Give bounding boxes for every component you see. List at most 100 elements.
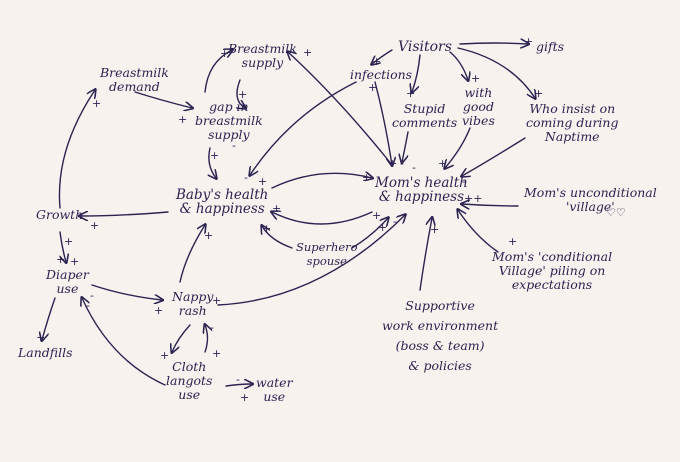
polarity-sign: + — [378, 221, 388, 234]
node-superhero-spouse: Superhero spouse — [296, 240, 358, 268]
polarity-sign: + — [160, 349, 170, 362]
arrow-cloth-to-water — [225, 384, 252, 386]
polarity-sign: + — [92, 97, 102, 110]
node-growth: Growth — [36, 207, 84, 222]
arrow-diaper-to-landfills — [42, 297, 56, 340]
arrow-superhero-to-baby — [262, 226, 293, 249]
polarity-sign: + — [220, 47, 230, 60]
node-visitors: Visitors — [398, 39, 452, 55]
polarity-sign: + — [471, 72, 481, 85]
arrow-baby-to-mom — [271, 173, 372, 189]
node-good-vibes: with good vibes — [462, 85, 495, 128]
arrow-visitors-to-comments — [412, 54, 421, 92]
node-naptime-visitors: Who insist on coming during Naptime — [526, 101, 619, 144]
node-breastmilk-demand: Breastmilk demand — [100, 65, 169, 94]
polarity-sign: + — [362, 171, 372, 184]
arrow-vibes-to-mom — [445, 127, 471, 168]
arrow-superhero-to-mom — [351, 218, 388, 249]
node-gifts: gifts — [536, 39, 565, 54]
arrow-visitors-to-infections — [372, 49, 393, 64]
arrow-work-to-mom — [419, 218, 432, 291]
polarity-sign: + — [372, 55, 382, 68]
arrow-baby-to-growth — [80, 212, 169, 216]
polarity-sign: - — [210, 321, 214, 334]
node-water-use: water use — [256, 375, 293, 404]
polarity-sign: + — [210, 149, 220, 162]
arrow-nappy-to-mom — [217, 215, 405, 306]
polarity-sign: + — [388, 157, 398, 170]
polarity-sign: + — [508, 235, 518, 248]
polarity-sign: + — [272, 202, 282, 215]
polarity-sign: - — [90, 289, 94, 302]
polarity-sign: + — [372, 209, 382, 222]
node-nappy-rash: Nappy rash — [172, 289, 214, 318]
polarity-sign: + — [430, 223, 440, 236]
node-infections: infections — [350, 67, 413, 82]
node-mom-health: Mom's health & happiness — [375, 175, 468, 205]
node-landfills: Landfills — [18, 345, 73, 360]
node-cloth-langots-use: Cloth langots use — [166, 359, 213, 402]
arrow-supply-to-gap — [237, 79, 245, 108]
polarity-sign: + — [524, 35, 534, 48]
polarity-sign: - — [232, 139, 236, 152]
polarity-sign: + — [438, 157, 448, 170]
polarity-sign: - — [244, 171, 248, 184]
node-baby-health: Baby's health & happiness — [176, 187, 269, 217]
arrow-comments-to-mom — [402, 131, 409, 162]
polarity-sign: - — [462, 175, 466, 188]
arrow-conditional-to-mom — [458, 210, 499, 253]
node-mom-unconditional-village: Mom's unconditional 'village' — [524, 185, 657, 214]
polarity-sign: + — [70, 255, 80, 268]
polarity-sign: + — [406, 87, 416, 100]
node-mom-conditional-village: Mom's 'conditional Village' piling on ex… — [492, 249, 613, 292]
polarity-sign: + — [64, 235, 74, 248]
arrow-nappy-to-cloth — [172, 324, 191, 352]
arrow-cloth-to-diaper — [82, 298, 166, 386]
polarity-sign: + — [178, 113, 188, 126]
arrow-mom-to-baby — [272, 212, 373, 225]
polarity-sign: + — [238, 88, 248, 101]
polarity-sign: - — [412, 161, 416, 174]
arrow-gap-to-supply — [204, 50, 232, 93]
polarity-sign: - — [456, 202, 460, 215]
arrow-visitors-to-gifts — [459, 43, 528, 44]
polarity-sign: + — [258, 175, 268, 188]
arrow-demand-to-gap — [134, 91, 192, 108]
polarity-sign: + — [204, 229, 214, 242]
polarity-sign: + — [368, 81, 378, 94]
polarity-sign: + — [90, 219, 100, 232]
polarity-sign: ++ — [464, 192, 483, 205]
node-stupid-comments: Stupid comments — [392, 101, 458, 130]
polarity-sign: + — [36, 331, 46, 344]
polarity-sign: + — [56, 253, 66, 266]
polarity-sign: - — [393, 215, 397, 228]
node-diaper-use: Diaper use — [46, 267, 89, 296]
arrow-infections-to-baby — [250, 81, 357, 175]
arrow-cloth-to-nappy — [205, 325, 208, 353]
arrow-unconditional-to-mom — [462, 204, 519, 206]
polarity-sign: - — [86, 299, 90, 312]
arrow-mom-to-supply — [288, 52, 393, 166]
polarity-sign: + — [212, 294, 222, 307]
node-gap-in-breastmilk-supply: gap in breastmilk supply — [195, 99, 263, 142]
polarity-sign: + — [262, 222, 272, 235]
polarity-sign: + — [154, 304, 164, 317]
polarity-sign: + — [212, 347, 222, 360]
hearts-icon: ♡♡ — [606, 206, 626, 219]
node-supportive-work-environment: Supportive work environment (boss & team… — [382, 298, 499, 373]
arrow-growth-to-demand — [58, 90, 95, 209]
polarity-sign: + — [303, 46, 313, 59]
arrow-diaper-to-nappy — [91, 284, 162, 300]
arrow-gap-to-baby — [209, 147, 216, 178]
arrow-visitors-to-vibes — [449, 51, 468, 80]
polarity-sign: + — [240, 391, 250, 404]
arrow-naptime-to-mom — [462, 137, 526, 176]
polarity-sign: - — [400, 157, 404, 170]
arrow-nappy-to-baby — [179, 225, 205, 283]
arrow-infections-to-mom — [374, 81, 392, 165]
polarity-sign: - — [236, 373, 240, 386]
node-breastmilk-supply: Breastmilk supply — [228, 41, 297, 70]
polarity-sign: + — [534, 87, 544, 100]
